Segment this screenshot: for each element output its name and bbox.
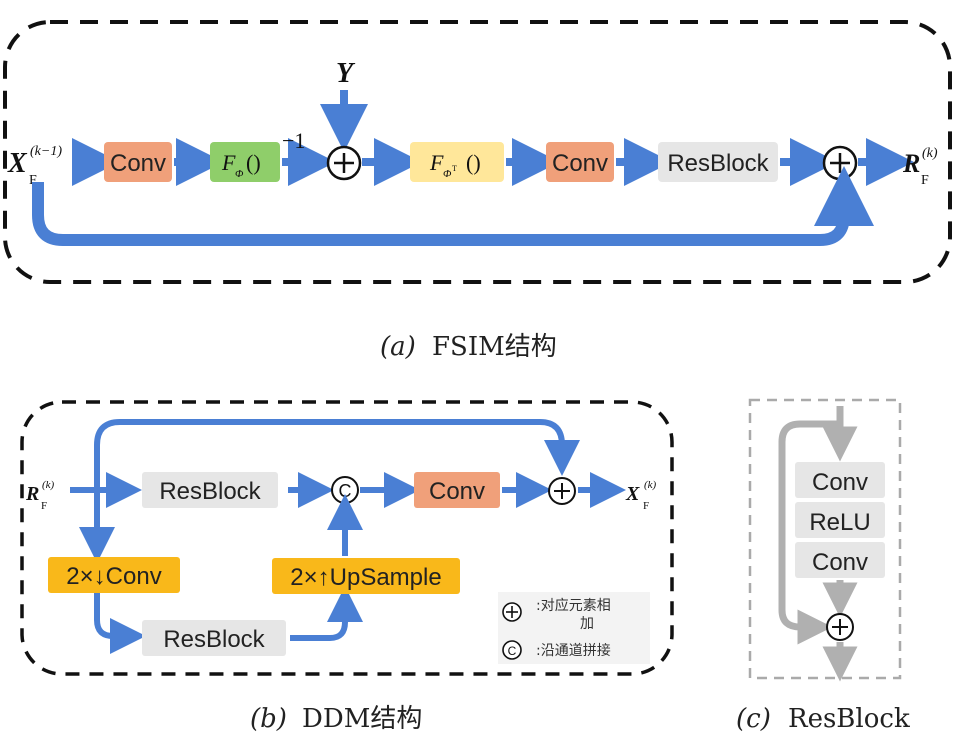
resblock-diagram: Conv ReLU Conv (c) ResBlock — [736, 398, 910, 734]
resblock-conv2-label: Conv — [812, 549, 868, 576]
fsim-caption: (a) FSIM结构 — [380, 332, 557, 362]
ddm-resblock-bottom-box — [142, 620, 286, 656]
fsim-fphi-box — [210, 142, 280, 182]
ddm-caption: (b) DDM结构 — [250, 704, 422, 734]
legend-add-text-1: :对应元素相 — [536, 597, 611, 614]
ddm-top-skip-connection — [94, 419, 580, 490]
ddm-downconv-box — [48, 557, 180, 593]
fsim-skip-connection — [32, 166, 874, 246]
svg-text:(k): (k) — [922, 146, 938, 161]
fsim-conv1-label: Conv — [110, 150, 166, 177]
resblock-conv2-box — [795, 542, 885, 578]
minus-one-label: −1 — [282, 128, 305, 153]
ddm-input-label: R F (k) — [25, 479, 55, 512]
svg-text:R: R — [902, 149, 920, 178]
svg-text:(c): (c) — [736, 704, 771, 734]
svg-text:DDM结构: DDM结构 — [302, 704, 422, 734]
svg-text:(a): (a) — [380, 332, 416, 362]
svg-text:F: F — [921, 173, 929, 188]
svg-text:F: F — [429, 150, 444, 175]
ddm-conv-label: Conv — [429, 478, 485, 505]
fsim-input-label: X F (k−1) — [7, 144, 62, 188]
ddm-resblock-top-label: ResBlock — [159, 478, 261, 505]
fsim-fphi-label: F Φ () — [221, 150, 261, 180]
fsim-diagram: X F (k−1) Conv F Φ () −1 Y F Φ — [3, 20, 952, 362]
svg-text:(): () — [246, 150, 261, 175]
ddm-upsample-box — [272, 558, 460, 594]
fsim-add-node-2 — [822, 145, 858, 181]
ddm-resblock-bottom-label: ResBlock — [163, 626, 265, 653]
ddm-add-node — [548, 477, 576, 505]
svg-text:F: F — [29, 173, 37, 188]
svg-text:(k): (k) — [42, 479, 55, 491]
fsim-resblock-label: ResBlock — [667, 150, 769, 177]
svg-text:(k): (k) — [644, 479, 657, 491]
fsim-add-node-1 — [326, 145, 362, 181]
ddm-concat-node: C — [331, 476, 359, 504]
resblock-relu-box — [795, 502, 885, 538]
ddm-conv-box — [414, 472, 500, 508]
fsim-fphit-label: F Φ T () — [429, 150, 481, 180]
svg-text:(b): (b) — [250, 704, 287, 734]
resblock-relu-label: ReLU — [809, 509, 870, 536]
svg-text:T: T — [452, 164, 457, 173]
svg-text:R: R — [25, 483, 39, 505]
ddm-arrow-resblock-to-upsample — [290, 586, 363, 641]
svg-text:C: C — [508, 644, 517, 658]
svg-text:FSIM结构: FSIM结构 — [432, 332, 557, 362]
fsim-conv1-box — [104, 142, 172, 182]
fsim-fphit-box — [410, 142, 504, 182]
fsim-conv2-label: Conv — [552, 150, 608, 177]
svg-text:X: X — [625, 483, 640, 505]
legend-add-text-2: 加 — [580, 616, 594, 632]
resblock-skip-connection — [778, 420, 840, 645]
ddm-downconv-label: 2×↓Conv — [66, 563, 161, 590]
fsim-conv2-box — [546, 142, 614, 182]
resblock-dashed-border — [748, 398, 902, 680]
ddm-diagram: R F (k) ResBlock C Conv X F (k) — [20, 400, 674, 734]
svg-text:F: F — [643, 500, 649, 512]
resblock-caption: (c) ResBlock — [736, 704, 910, 734]
ddm-legend: :对应元素相 加 C :沿通道拼接 — [498, 592, 650, 664]
svg-text:F: F — [221, 150, 236, 175]
resblock-conv1-box — [795, 462, 885, 498]
svg-text:X: X — [7, 148, 28, 179]
svg-text:F: F — [41, 500, 47, 512]
legend-background — [498, 592, 650, 664]
svg-text:ResBlock: ResBlock — [788, 704, 910, 734]
y-input-label: Y — [336, 58, 356, 89]
resblock-conv1-label: Conv — [812, 469, 868, 496]
svg-text:Φ: Φ — [443, 168, 452, 180]
fsim-resblock-box — [658, 142, 778, 182]
legend-concat-text: :沿通道拼接 — [536, 642, 611, 659]
svg-text:C: C — [339, 481, 352, 501]
svg-text:(k−1): (k−1) — [30, 144, 62, 159]
legend-concat-icon: C — [502, 640, 522, 660]
ddm-upsample-label: 2×↑UpSample — [290, 564, 441, 591]
svg-text:Φ: Φ — [235, 168, 244, 180]
fsim-output-label: R F (k) — [902, 146, 938, 188]
ddm-dashed-border — [20, 400, 674, 676]
ddm-resblock-top-box — [142, 472, 278, 508]
fsim-dashed-border — [3, 20, 952, 284]
legend-add-icon — [502, 602, 522, 622]
ddm-output-label: X F (k) — [625, 479, 657, 512]
svg-text:(): () — [466, 150, 481, 175]
resblock-add-node — [826, 613, 854, 641]
ddm-arrow-downconv-to-resblock — [94, 593, 146, 654]
